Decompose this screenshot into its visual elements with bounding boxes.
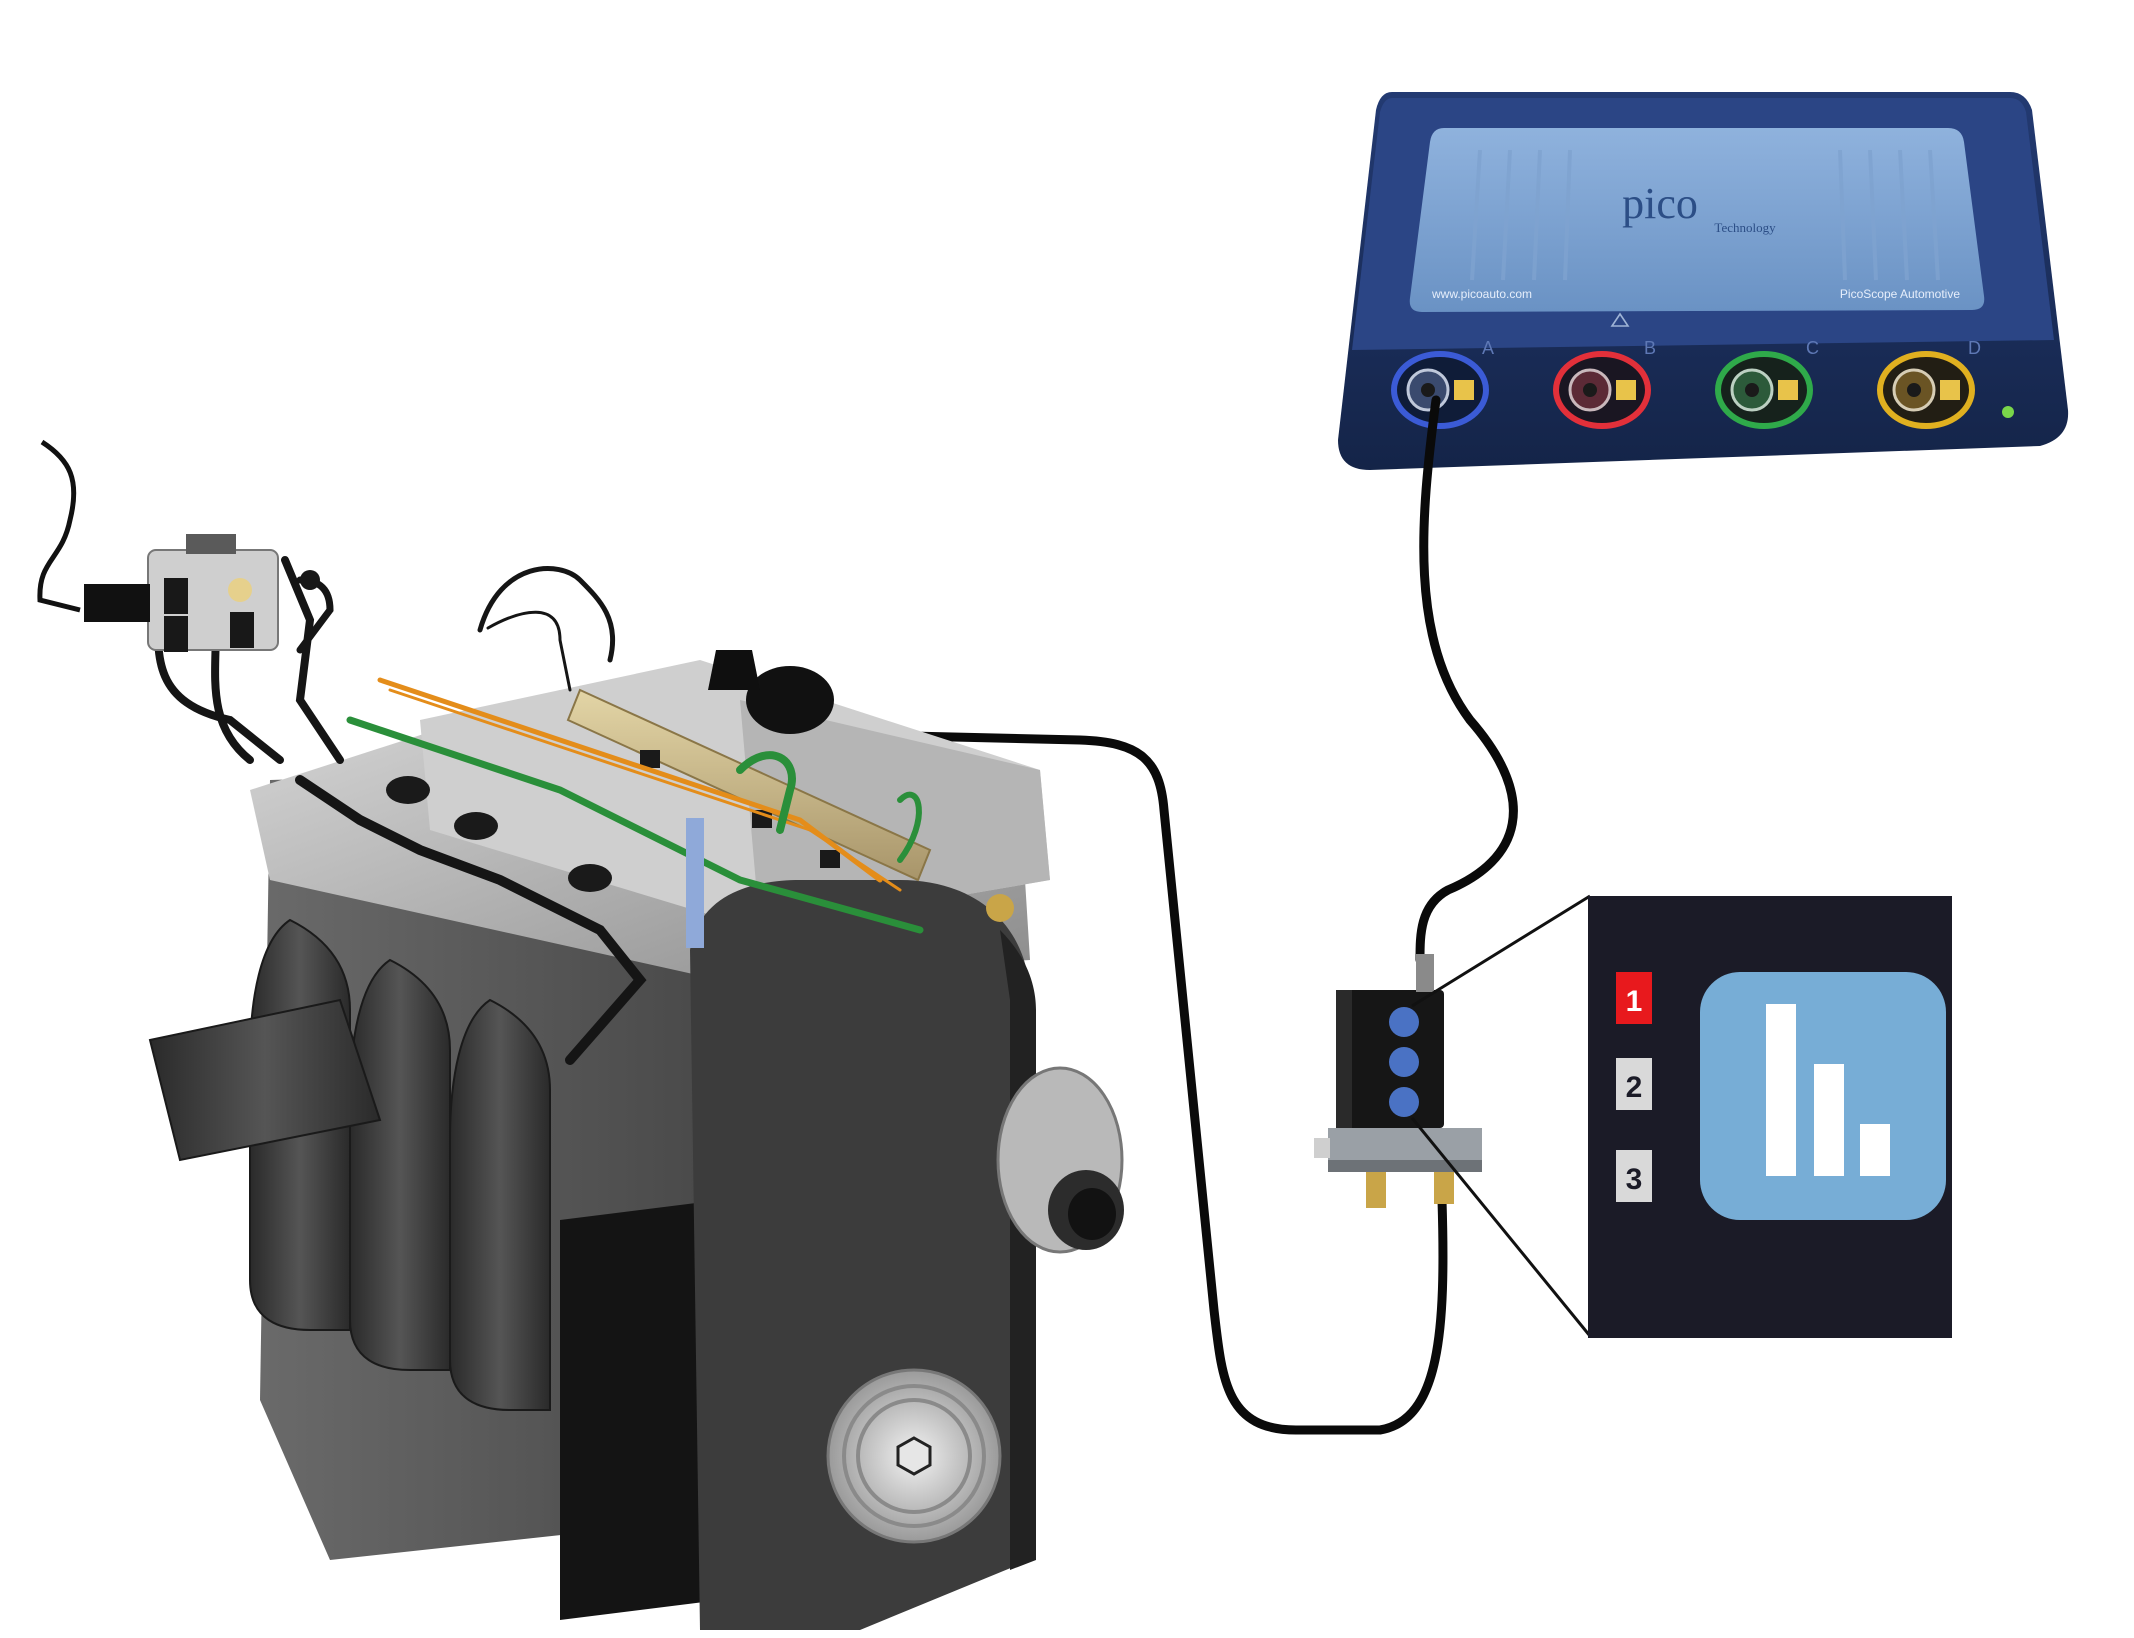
brass-fitting-left [1366,1172,1386,1208]
mode-button-2 [1389,1047,1419,1077]
mode-label-1: 1 [1626,985,1643,1018]
fuel-rail [566,688,932,882]
chip-icon [1616,380,1636,400]
alternator [996,1066,1124,1254]
engine [148,556,1124,1630]
air-inlet [708,650,760,690]
crank-pulley [826,1368,1002,1544]
channel-d-label: D [1968,338,1981,358]
valve-cover-shade [740,700,1050,930]
injector-connectors [386,750,840,892]
mode-badge-2 [1616,1058,1652,1110]
ignition-lead-1 [164,578,188,614]
module-top [186,534,236,554]
transducer-side [1336,990,1352,1128]
picoscope-unit: pico Technology www.picoauto.com PicoSco… [1338,92,2069,470]
hex-bolt-icon [896,1436,932,1476]
scope-to-sensor-cable [1415,395,1518,965]
scope-brand-sub: Technology [1714,220,1776,235]
scope-website: www.picoauto.com [1431,287,1532,301]
mode-button-3 [1389,1087,1419,1117]
mode-button-1 [1389,1007,1419,1037]
brass-port-icon [986,894,1014,922]
channel-b-connector: B [1553,338,1656,429]
scope-brand: pico [1622,179,1698,228]
scope-label-ribs [1470,149,1940,281]
side-port [1314,1138,1330,1158]
bar-chart-icon [1700,972,1946,1220]
chip-icon [1940,380,1960,400]
channel-c-label: C [1806,338,1819,358]
chip-icon [1778,380,1798,400]
module-connector [84,584,150,622]
mode-label-2: 2 [1626,1071,1643,1104]
channel-a-label: A [1482,338,1494,358]
channel-a-connector: A [1391,338,1494,429]
throttle-body [746,666,834,734]
module-cable [37,439,81,613]
pressure-transducer [1314,954,1482,1208]
exhaust-manifold [148,918,551,1411]
transducer-base-shade [1328,1160,1482,1172]
module-terminal [228,578,252,602]
temp-sensor [686,818,704,948]
channel-d-connector: D [1877,338,1981,429]
mode-label-3: 3 [1626,1163,1643,1196]
mode-badge-3 [1616,1150,1652,1202]
channel-b-label: B [1644,338,1656,358]
transducer-top-fitting [1416,954,1434,992]
ignition-module [37,439,320,652]
engine-block-dark [560,1200,720,1620]
mode-badge-1 [1616,972,1652,1024]
plug-end [300,570,320,590]
scope-model: PicoScope Automotive [1840,287,1960,301]
channel-c-connector: C [1715,338,1819,429]
ignition-lead-2 [164,616,188,652]
status-led [2002,406,2014,418]
mode-inset-panel: 1 2 3 [1588,896,1952,1338]
brass-fitting-right [1434,1172,1454,1204]
zoom-callout-lines [1410,894,1592,1337]
chip-icon [1454,380,1474,400]
ignition-lead-3 [230,612,254,648]
warning-triangle-icon [1610,312,1630,327]
